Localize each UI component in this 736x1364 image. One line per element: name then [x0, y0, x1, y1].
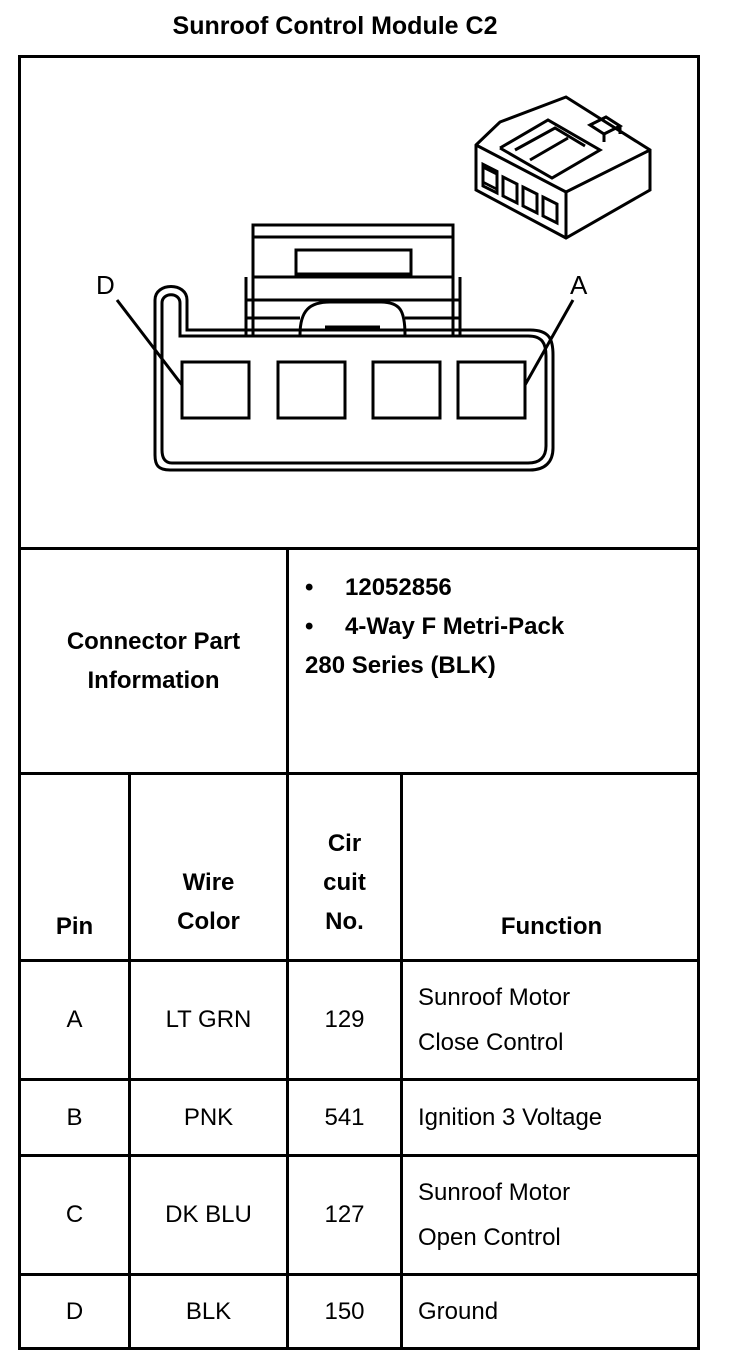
divider-diagram	[18, 547, 700, 550]
connector-3d-icon	[474, 95, 652, 240]
header-wire-color: Wire Color	[131, 775, 286, 959]
connector-diagram: D A	[96, 95, 652, 472]
divider-part-info	[18, 772, 700, 775]
header-pin: Pin	[21, 775, 128, 959]
part-number-item: •12052856	[305, 574, 452, 601]
part-number: 12052856	[345, 574, 452, 601]
row-a-circuit: 129	[324, 1006, 365, 1033]
row-a-function: Sunroof Motor Close Control	[403, 962, 700, 1078]
header-circuit-line2: cuit	[323, 869, 366, 896]
row-c-function-line1: Sunroof Motor	[418, 1179, 571, 1206]
part-info-heading: Connector Part Information	[66, 628, 241, 694]
row-d-wire: BLK	[185, 1297, 232, 1325]
series-text: 280 Series (BLK)	[305, 652, 496, 679]
connector-table-frame	[18, 55, 700, 1350]
row-b-circuit: 541	[324, 1103, 365, 1131]
row-d-pin: D	[65, 1297, 84, 1325]
row-a-function-line2: Close Control	[418, 1029, 564, 1056]
row-a-pin: A	[66, 1006, 83, 1033]
divider-row-a	[18, 1078, 700, 1081]
divider-row-b	[18, 1154, 700, 1157]
header-wire-line1: Wire	[182, 869, 235, 896]
row-b-wire: PNK	[183, 1103, 234, 1131]
header-function: Function	[403, 775, 700, 959]
header-circuit: Cir cuit No.	[289, 775, 400, 959]
row-d-circuit: 150	[324, 1297, 365, 1325]
row-c-pin: C	[65, 1201, 84, 1228]
page-title: Sunroof Control Module C2	[172, 12, 498, 40]
row-a-wire: LT GRN	[165, 1006, 252, 1033]
row-d-function: Ground	[403, 1276, 700, 1347]
header-wire-line2: Color	[177, 908, 240, 935]
column-divider-wire	[128, 772, 131, 1350]
divider-header	[18, 959, 700, 962]
row-d-function-line1: Ground	[418, 1298, 499, 1325]
row-b-pin: B	[66, 1103, 83, 1131]
header-circuit-line1: Cir	[327, 830, 362, 857]
connector-type-item: •4-Way F Metri-Pack	[305, 613, 565, 640]
header-function-label: Function	[500, 913, 603, 940]
row-b-function: Ignition 3 Voltage	[403, 1081, 700, 1154]
connector-type: 4-Way F Metri-Pack	[345, 613, 565, 640]
row-b-function-line1: Ignition 3 Voltage	[418, 1104, 603, 1131]
header-pin-label: Pin	[55, 913, 94, 940]
pin-a-label: A	[570, 270, 588, 300]
part-info-details: •12052856 •4-Way F Metri-Pack 280 Series…	[305, 568, 564, 685]
divider-row-c	[18, 1273, 700, 1276]
row-c-wire: DK BLU	[165, 1201, 252, 1228]
row-c-circuit: 127	[324, 1201, 365, 1228]
header-circuit-line3: No.	[325, 908, 364, 935]
column-divider-function	[400, 772, 403, 1350]
row-c-function: Sunroof Motor Open Control	[403, 1157, 700, 1273]
column-divider-circuit	[286, 547, 289, 1350]
row-c-function-line2: Open Control	[418, 1224, 561, 1251]
row-a-function-line1: Sunroof Motor	[418, 984, 571, 1011]
pin-d-label: D	[96, 270, 115, 300]
